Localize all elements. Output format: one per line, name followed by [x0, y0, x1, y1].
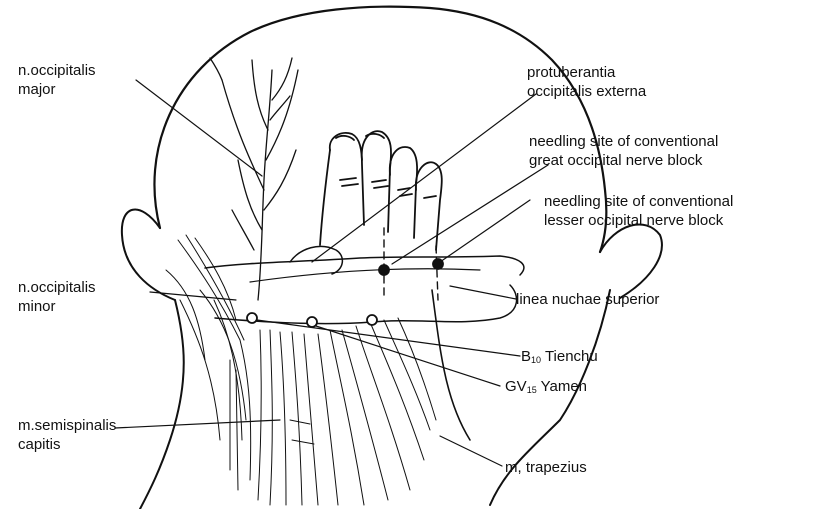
- neck-left-outline: [140, 300, 184, 509]
- label-linea-nuchae-superior: linea nuchae superior: [516, 290, 659, 309]
- label-n-occipitalis-major: n.occipitalis major: [18, 61, 96, 99]
- label-gv15-yamen: GV15 Yamen: [505, 377, 587, 400]
- left-ear: [122, 210, 175, 300]
- label-great-occipital-block: needling site of conventional great occi…: [529, 132, 718, 170]
- label-b10-tienchu: B10 Tienchu: [521, 347, 598, 370]
- occipital-band-top: [205, 256, 524, 275]
- trapezius-right-edge: [432, 290, 470, 440]
- point-gv15: [307, 317, 317, 327]
- label-protuberantia: protuberantia occipitalis externa: [527, 63, 646, 101]
- label-m-trapezius: m, trapezius: [505, 458, 587, 477]
- point-b10-left: [247, 313, 257, 323]
- dashed-guide-2: [436, 246, 438, 300]
- point-great-block: [379, 265, 389, 275]
- right-ear: [600, 224, 662, 298]
- label-m-semispinalis-capitis: m.semispinalis capitis: [18, 416, 116, 454]
- hand-drawing: [320, 131, 442, 250]
- point-b10-right: [367, 315, 377, 325]
- skull-outline: [154, 7, 606, 252]
- label-lesser-occipital-block: needling site of conventional lesser occ…: [544, 192, 733, 230]
- linea-nuchae: [250, 269, 480, 282]
- label-n-occipitalis-minor: n.occipitalis minor: [18, 278, 96, 316]
- point-lesser-block: [433, 259, 443, 269]
